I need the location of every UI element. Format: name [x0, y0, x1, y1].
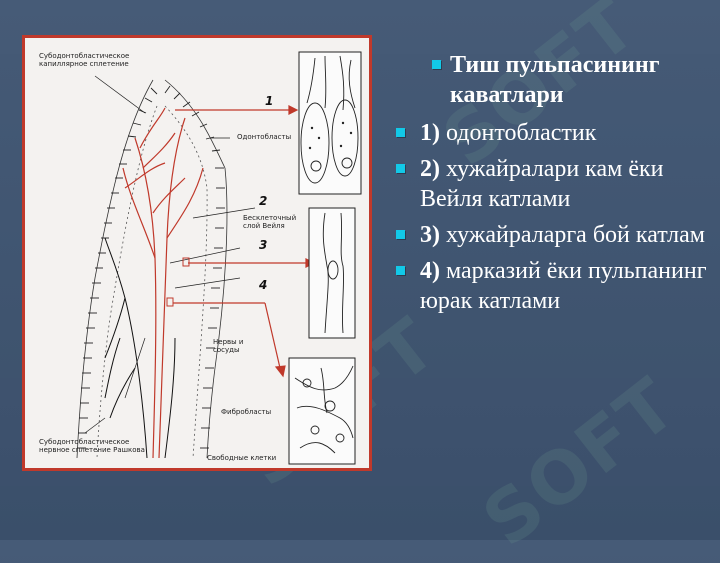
- label-free-cells: Свободные клетки: [207, 454, 277, 462]
- square-bullet-icon: [396, 266, 405, 275]
- label-weil-layer: Бесклеточный слой Вейля: [243, 214, 297, 230]
- slide-title-text: Тиш пульпасининг каватлари: [450, 52, 660, 108]
- list-item: 2) хужайралари кам ёки Вейля катлами: [392, 154, 710, 214]
- list-item: 4) марказий ёки пульпанинг юрак катлами: [392, 256, 710, 316]
- watermark: SOFT: [467, 361, 692, 563]
- item-text: хужайралари кам ёки Вейля катлами: [420, 156, 664, 212]
- square-bullet-icon: [396, 128, 405, 137]
- pulp-diagram: [76, 51, 362, 465]
- layer-number-2: 2: [259, 194, 268, 208]
- list-item: 1) одонтобластик: [392, 118, 710, 148]
- square-bullet-icon: [396, 230, 405, 239]
- layer-number-3: 3: [259, 238, 268, 252]
- label-fibroblasts: Фибробласты: [221, 408, 272, 416]
- square-bullet-icon: [432, 60, 441, 69]
- slide-title: Тиш пульпасининг каватлари: [392, 50, 710, 110]
- item-text: хужайраларга бой катлам: [440, 222, 705, 248]
- item-text: марказий ёки пульпанинг юрак катлами: [420, 258, 707, 314]
- label-subodonto-capillary: Субодонтобластическое капиллярное сплете…: [39, 52, 130, 68]
- layer-number-4: 4: [259, 278, 268, 292]
- item-number: 4): [420, 258, 440, 284]
- label-odontoblasts: Одонтобласты: [237, 133, 292, 141]
- item-number: 3): [420, 222, 440, 248]
- layer-number-1: 1: [265, 94, 274, 108]
- text-panel: Тиш пульпасининг каватлари 1) одонтоблас…: [392, 50, 710, 322]
- label-subodonto-nerve: Субодонтобластическое нервное сплетение …: [39, 438, 145, 454]
- square-bullet-icon: [396, 164, 405, 173]
- item-number: 1): [420, 120, 440, 146]
- tooth-pulp-figure: Субодонтобластическое капиллярное сплете…: [22, 35, 372, 471]
- list-item: 3) хужайраларга бой катлам: [392, 220, 710, 250]
- item-number: 2): [420, 156, 440, 182]
- item-text: одонтобластик: [440, 120, 597, 146]
- label-nerves-vessels: Нервы и сосуды: [213, 338, 244, 354]
